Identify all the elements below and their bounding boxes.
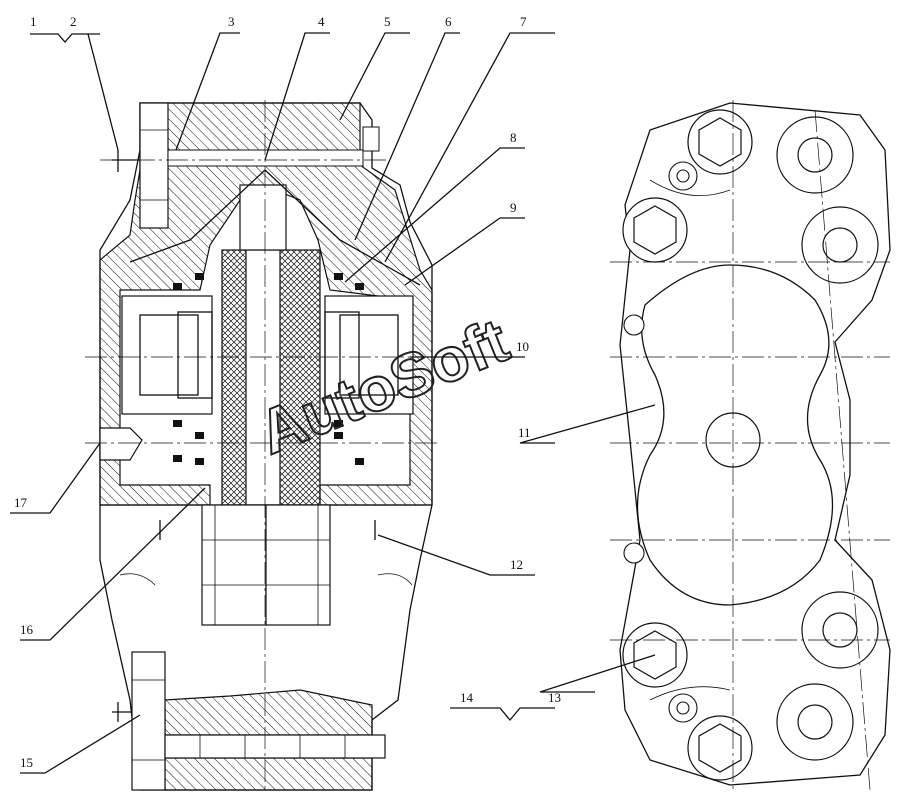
callout-4: 4 xyxy=(318,14,325,29)
callout-14: 14 xyxy=(460,690,474,705)
callout-11: 11 xyxy=(518,425,531,440)
caliper-outline xyxy=(619,102,891,786)
bottom-bolt xyxy=(112,651,386,791)
callout-10: 10 xyxy=(516,339,529,354)
piston-head xyxy=(239,184,287,251)
caliper-base xyxy=(164,757,373,791)
leader-lines xyxy=(10,32,656,774)
callout-13: 13 xyxy=(548,690,561,705)
elevation-view xyxy=(610,100,891,791)
callout-5: 5 xyxy=(384,14,391,29)
callout-8: 8 xyxy=(510,130,517,145)
callout-7: 7 xyxy=(520,14,527,29)
bolt-heads xyxy=(622,109,753,781)
callout-9: 9 xyxy=(510,200,517,215)
bleed-screws xyxy=(623,161,698,723)
caliper-body-lower xyxy=(164,689,373,736)
callout-1: 1 xyxy=(30,14,37,29)
mounting-bosses xyxy=(776,116,879,761)
callout-3: 3 xyxy=(228,14,235,29)
bleeder-fitting xyxy=(99,427,143,461)
piston-seals xyxy=(173,273,364,465)
callout-numbers: 1 2 3 4 5 6 7 8 9 10 11 12 13 14 15 16 1… xyxy=(14,14,561,770)
callout-16: 16 xyxy=(20,622,34,637)
section-view xyxy=(85,100,440,791)
lower-pad-left xyxy=(201,504,267,626)
callout-6: 6 xyxy=(445,14,452,29)
callout-17: 17 xyxy=(14,495,28,510)
lower-pad-right xyxy=(265,504,331,626)
callout-2: 2 xyxy=(70,14,77,29)
callout-12: 12 xyxy=(510,557,523,572)
callout-15: 15 xyxy=(20,755,33,770)
